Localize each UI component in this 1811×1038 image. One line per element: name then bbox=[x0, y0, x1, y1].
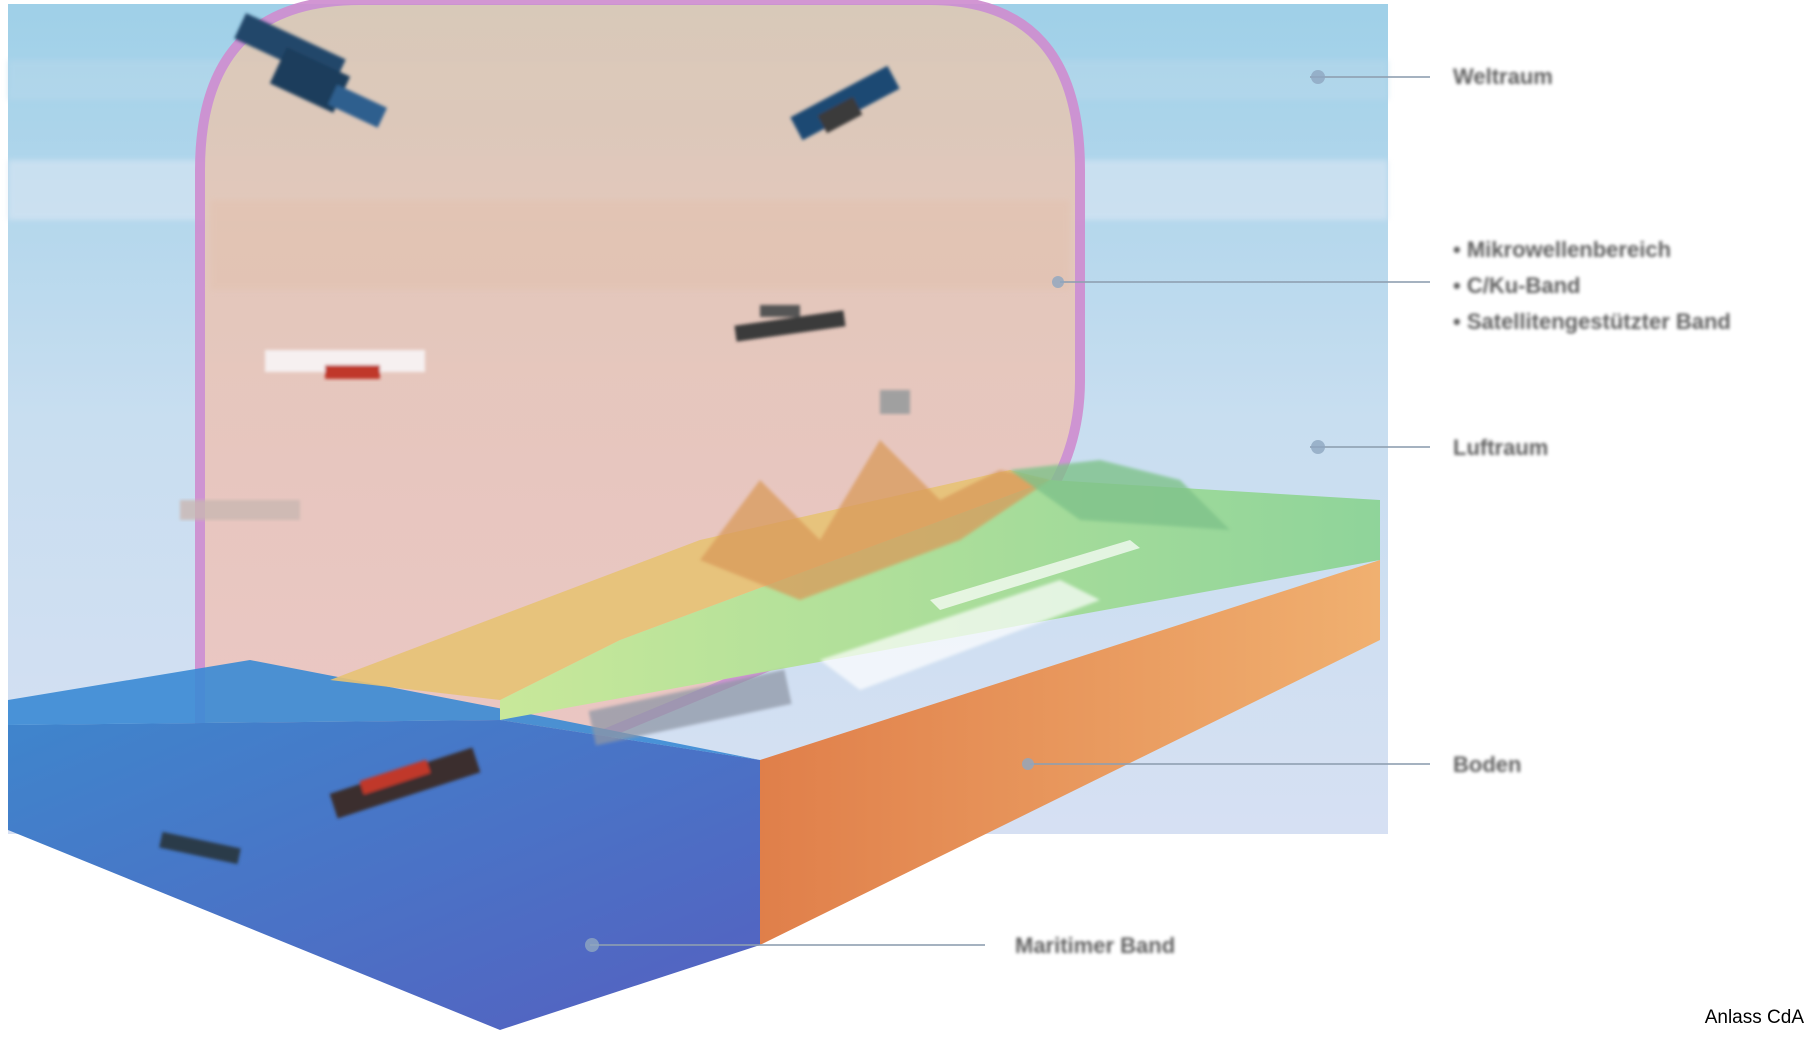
image-credit: Anlass CdA bbox=[1705, 1007, 1804, 1029]
leader-marker bbox=[1052, 276, 1064, 288]
leader-marker bbox=[1022, 758, 1034, 770]
label-middle-item: Satellitengestützter Band bbox=[1453, 304, 1731, 340]
leader-marker bbox=[585, 938, 599, 952]
label-middle-item: Mikrowellenbereich bbox=[1453, 232, 1731, 268]
leader-marker bbox=[1311, 70, 1325, 84]
label-middle-list: Mikrowellenbereich C/Ku-Band Satelliteng… bbox=[1453, 232, 1731, 340]
label-middle-item: C/Ku-Band bbox=[1453, 268, 1731, 304]
helicopter-icon bbox=[180, 500, 300, 520]
dome-band bbox=[210, 200, 1070, 290]
drone-icon bbox=[880, 390, 910, 414]
label-air: Luftraum bbox=[1453, 435, 1548, 461]
label-sea: Maritimer Band bbox=[1015, 933, 1175, 959]
leader-marker bbox=[1311, 440, 1325, 454]
label-ground: Boden bbox=[1453, 752, 1521, 778]
sea-surface bbox=[8, 720, 760, 1030]
label-space: Weltraum bbox=[1453, 64, 1553, 90]
